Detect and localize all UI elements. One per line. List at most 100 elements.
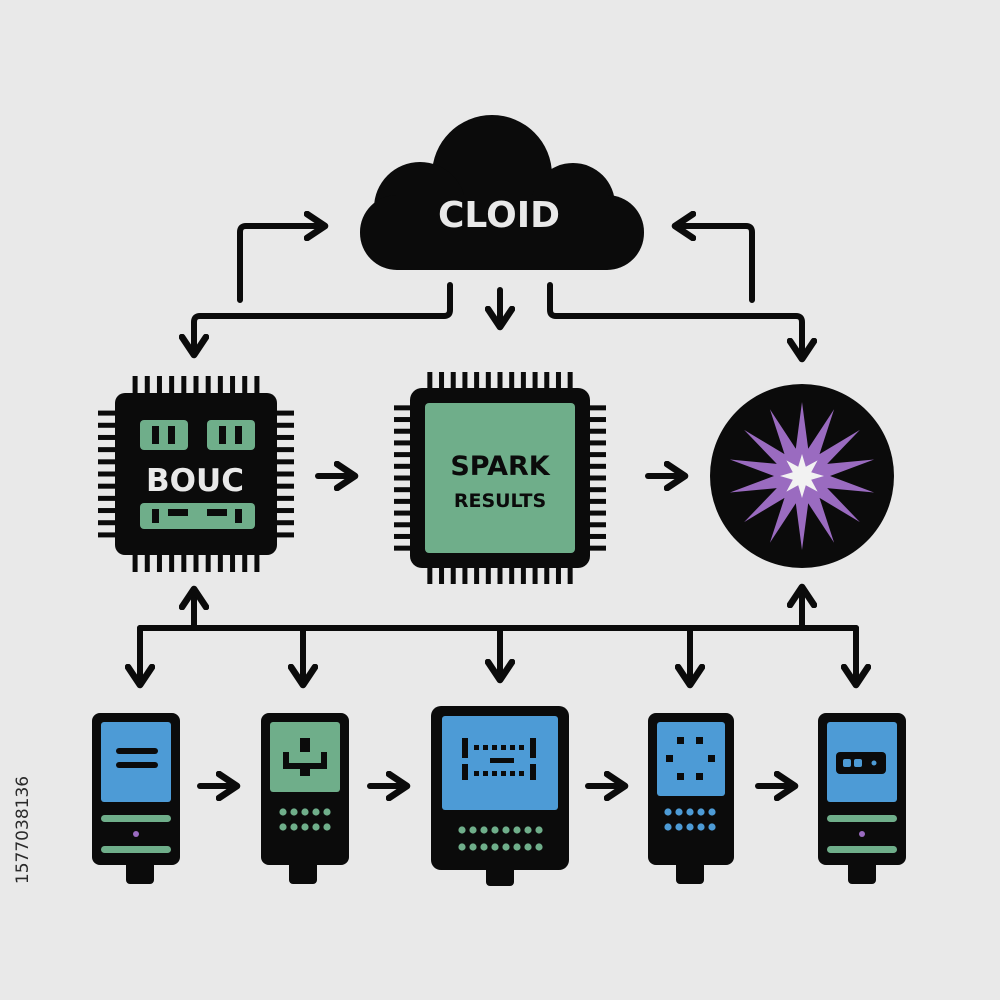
chip-pin <box>450 372 456 392</box>
chip-pin <box>427 564 433 584</box>
device-2-screen <box>270 722 340 792</box>
chip-pin <box>169 376 175 397</box>
chip-center-line1: SPARK <box>450 451 550 482</box>
device-2 <box>261 713 349 884</box>
device-5 <box>818 713 906 884</box>
device-3-keypad <box>458 826 543 851</box>
bus-connectors <box>140 590 856 682</box>
cloud-connectors <box>194 226 802 356</box>
device-5-glyph <box>843 759 851 767</box>
side-id: 1577038136 <box>13 776 33 884</box>
device-2-glyph <box>300 766 310 776</box>
keypad-key <box>524 843 532 851</box>
keypad-key <box>675 808 683 816</box>
chip-center: SPARK RESULTS <box>394 372 606 584</box>
chip-pin <box>555 372 561 392</box>
keypad-key <box>686 823 694 831</box>
chip-pin <box>586 522 606 528</box>
device-4 <box>648 713 734 884</box>
chip-pin <box>98 520 119 526</box>
chip-pin <box>132 376 138 397</box>
arrow-to-cloud-left <box>237 226 322 303</box>
keypad-key <box>502 826 510 834</box>
chip-pin <box>394 428 414 434</box>
device-2-keypad <box>279 808 331 831</box>
chip-pin <box>586 510 606 516</box>
keypad-key <box>491 843 499 851</box>
chip-pin <box>205 376 211 397</box>
keypad-key <box>279 808 287 816</box>
chip-pin <box>394 487 414 493</box>
keypad-key <box>664 808 672 816</box>
chip-pin <box>394 522 414 528</box>
chip-pin <box>485 372 491 392</box>
device-4-foot <box>676 860 704 884</box>
chip-pin <box>132 551 138 572</box>
chip-pin <box>98 508 119 514</box>
chip-pin <box>98 532 119 538</box>
chip-pin <box>520 372 526 392</box>
chip-pin <box>193 376 199 397</box>
chip-pin <box>98 434 119 440</box>
arrow-cloud-to-burst <box>547 282 802 356</box>
chip-pin <box>98 447 119 453</box>
chip-pin <box>450 564 456 584</box>
chip-pin <box>474 372 480 392</box>
chip-pin <box>394 405 414 411</box>
chip-pin <box>586 475 606 481</box>
chip-pin <box>520 564 526 584</box>
cloud-icon <box>360 115 644 270</box>
device-1-line <box>116 762 158 768</box>
chip-pin <box>394 417 414 423</box>
keypad-key <box>301 823 309 831</box>
keypad-key <box>708 808 716 816</box>
keypad-key <box>513 826 521 834</box>
chip-pin <box>181 376 187 397</box>
device-2-foot <box>289 860 317 884</box>
device-5-led <box>859 831 865 837</box>
chip-pin <box>394 463 414 469</box>
chip-pin <box>193 551 199 572</box>
keypad-key <box>458 843 466 851</box>
device-1-led <box>133 831 139 837</box>
device-4-screen <box>657 722 725 796</box>
chip-left-pins <box>98 376 294 572</box>
chip-pin <box>567 372 573 392</box>
chip-pin <box>394 498 414 504</box>
chip-pin <box>217 551 223 572</box>
chip-pin <box>586 417 606 423</box>
chip-pin <box>254 551 260 572</box>
chip-pin <box>586 452 606 458</box>
chip-pin <box>586 487 606 493</box>
device-5-glyph <box>854 759 862 767</box>
chip-pin <box>544 372 550 392</box>
chip-center-screen <box>425 403 575 553</box>
chip-pin <box>462 564 468 584</box>
device-5-glyph <box>871 760 877 766</box>
chip-pin <box>394 545 414 551</box>
chip-pin <box>273 459 294 465</box>
chip-pin <box>394 440 414 446</box>
chip-pin <box>144 551 150 572</box>
chip-pin <box>497 564 503 584</box>
keypad-key <box>675 823 683 831</box>
chip-pin <box>555 564 561 584</box>
cloud-node: CLOID <box>360 115 644 270</box>
keypad-key <box>480 843 488 851</box>
device-1-foot <box>126 860 154 884</box>
keypad-key <box>513 843 521 851</box>
device-5-bar <box>827 815 897 822</box>
keypad-key <box>290 823 298 831</box>
chip-pin <box>497 372 503 392</box>
keypad-key <box>535 843 543 851</box>
chip-pin <box>273 495 294 501</box>
burst-node <box>710 384 894 568</box>
chip-pin <box>230 376 236 397</box>
keypad-key <box>708 823 716 831</box>
keypad-key <box>480 826 488 834</box>
chip-pin <box>439 564 445 584</box>
keypad-key <box>312 808 320 816</box>
chip-pin <box>586 498 606 504</box>
chip-pin <box>181 551 187 572</box>
